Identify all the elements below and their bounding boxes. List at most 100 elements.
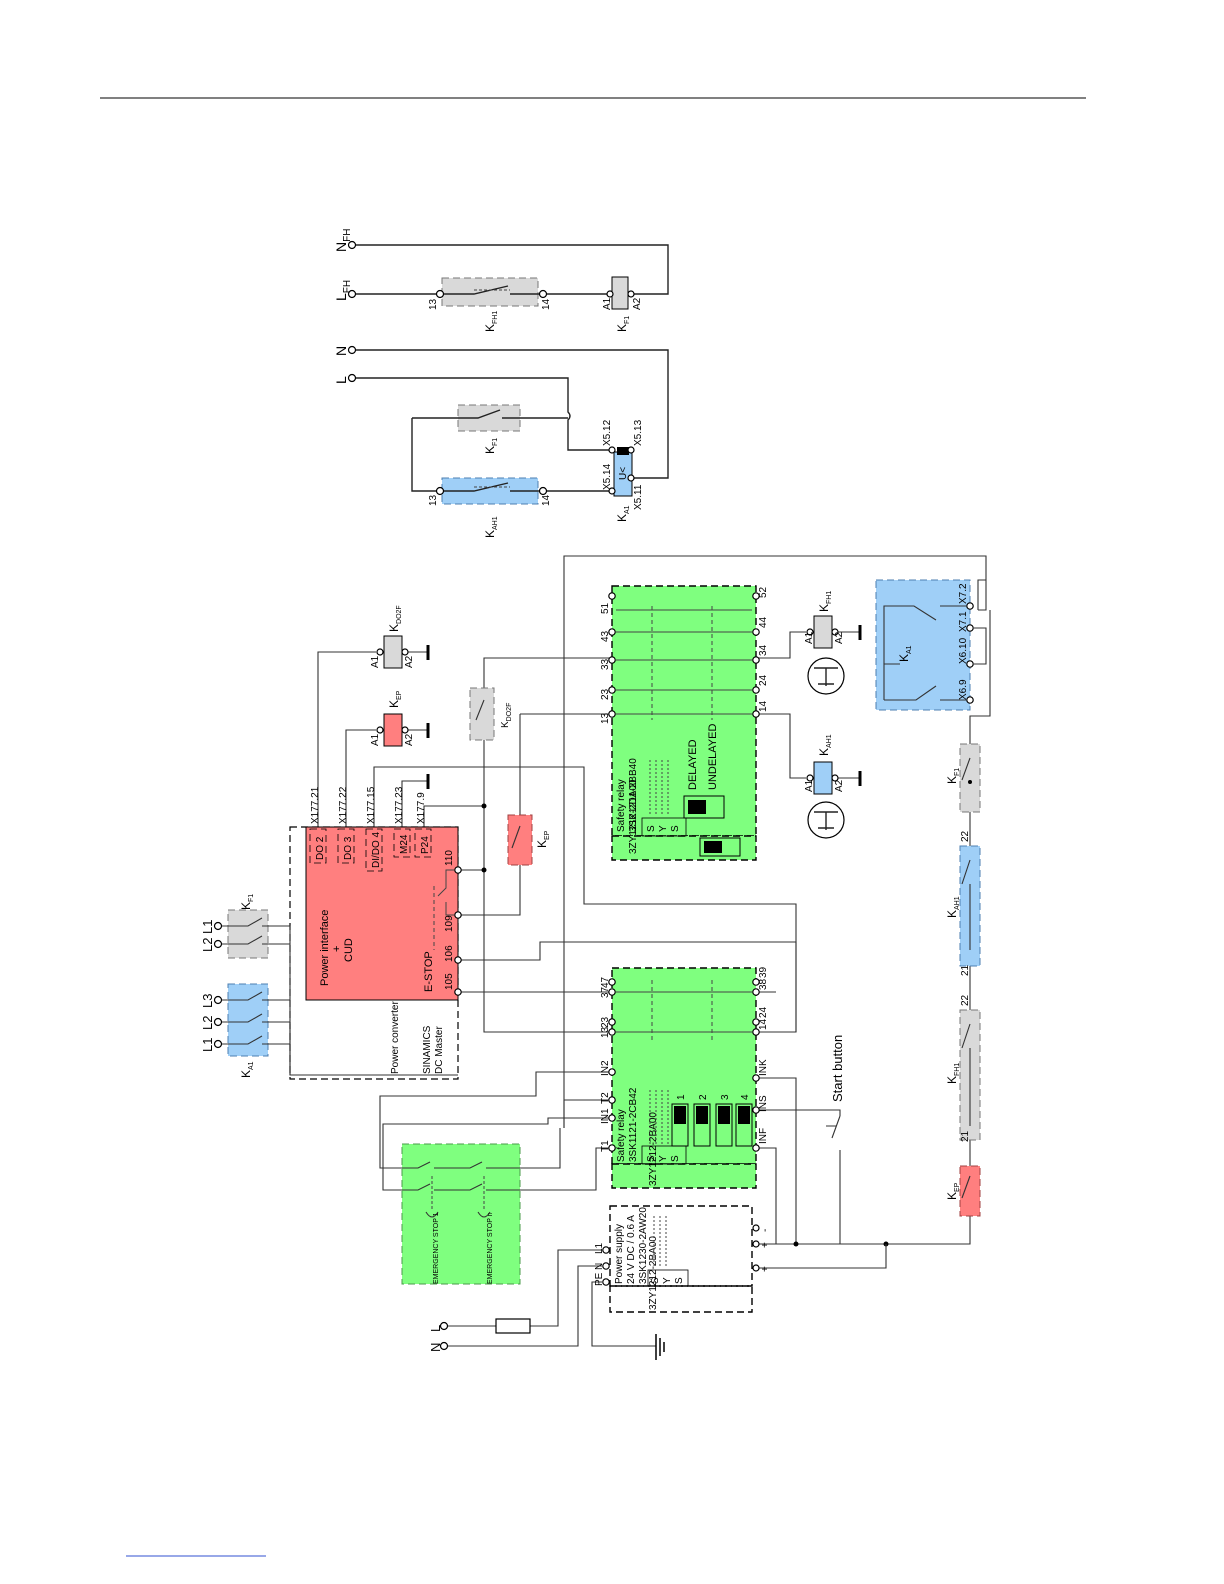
kf1-coil-label: KF1	[615, 316, 631, 332]
chain-kah1-label: KAH1	[945, 896, 961, 918]
r1-pin-43: 43	[600, 630, 611, 642]
r1-model: 3SK1211-2BB40	[628, 758, 639, 832]
r2-pin-38: 38	[758, 978, 769, 990]
term-105: 105	[444, 973, 455, 990]
mains-input: L N	[428, 1318, 531, 1352]
ps-pe: PE	[594, 1272, 605, 1286]
estop-body	[401, 1143, 521, 1285]
ps-y: Y	[662, 1277, 673, 1284]
r2-switch-2: 2	[698, 1094, 709, 1100]
r2-model: 3SK1121-2CB42	[628, 1087, 639, 1162]
start-button-label: Start button	[830, 1035, 845, 1102]
ps-n: N	[594, 1263, 605, 1270]
kf1-contact-top-label: KF1	[483, 438, 499, 454]
r2-y: Y	[658, 1155, 669, 1162]
mains-in-n: N	[428, 1343, 443, 1352]
ps-s1: S	[650, 1277, 661, 1284]
pin-x177-23: X177.23	[394, 786, 405, 824]
r1-title: Safety relay	[616, 779, 627, 832]
kah1-coil	[813, 761, 833, 795]
r2-title: Safety relay	[616, 1109, 627, 1162]
kfh1-top-13: 13	[428, 298, 439, 310]
estop-1-label: EMERGENCY STOP 1	[433, 1212, 440, 1284]
chain-kfh1-22: 22	[960, 994, 971, 1006]
kdo2f-a1: A1	[370, 655, 381, 668]
r1-pin-24: 24	[758, 674, 769, 686]
mains-contactors: L1 L2 KF1 L3 L2 L1 KA1	[200, 894, 291, 1078]
term-106: 106	[444, 945, 455, 962]
converter-product2: DC Master	[434, 1026, 445, 1074]
r1-pin-52: 52	[758, 586, 769, 598]
converter-coils: A1 A2 KDO2F A1 A2 KEP KDO2F KEP	[370, 605, 551, 866]
ka1-x7-2: X7.2	[958, 583, 969, 604]
ps-out-minus-1: -	[760, 1229, 771, 1232]
converter-product: SINAMICS	[422, 1025, 433, 1074]
chain-kep-label: KEP	[945, 1182, 961, 1200]
r1-y: Y	[658, 825, 669, 832]
ka1-right-label: KA1	[897, 645, 913, 662]
relay-2bb40-connector-label: 3ZY1212-2DA00	[628, 779, 639, 854]
r1-s1: S	[646, 825, 657, 832]
safety-relay-2cb42: 3ZY1212-2BA00 47 37 23 13 39 38 24 14 T1…	[600, 966, 769, 1189]
r1-s2: S	[670, 825, 681, 832]
r2-pin-14: 14	[758, 1018, 769, 1030]
fh-supply-circuit: NFH LFH 13 14 KFH1 A1 A2 KF1	[333, 229, 669, 332]
r2-pin-in2: IN2	[600, 1060, 611, 1076]
r2-pin-in1: IN1	[600, 1108, 611, 1124]
mains-in-l: L	[428, 1325, 443, 1332]
kfh1-a2: A2	[834, 631, 845, 644]
ps-model: 3SK1230-2AW20	[638, 1207, 649, 1284]
converter-cud: CUD	[343, 938, 355, 962]
kep-coil	[383, 713, 403, 747]
kfh1-top-label: KFH1	[483, 311, 499, 332]
pin-x177-9: X177.9	[416, 792, 427, 824]
chain-kah1-22: 22	[960, 830, 971, 842]
pin-x177-22: X177.22	[338, 786, 349, 824]
ps-s2: S	[674, 1277, 685, 1284]
kah1-a2: A2	[834, 779, 845, 792]
kfh1-top-14: 14	[541, 298, 552, 310]
r1-pin-33: 33	[600, 658, 611, 670]
kah1-top-13: 13	[428, 494, 439, 506]
kep-contact	[507, 814, 533, 866]
kfh1-coil-label: KFH1	[817, 591, 833, 612]
ps-connector	[609, 1285, 753, 1313]
ka1-right-body	[875, 579, 971, 711]
kf1-coil-a1: A1	[602, 297, 613, 310]
relay-output-coils: A1 A2 KFH1 A1 A2 KAH1	[804, 591, 845, 839]
relay-2cb42-connector	[611, 1163, 757, 1189]
converter-estop: E-STOP	[423, 951, 435, 992]
r2-pin-23: 23	[600, 1016, 611, 1028]
pin-x177-21: X177.21	[310, 786, 321, 824]
ka1-right-block: X6.9 X6.10 X7.1 X7.2 KA1	[875, 579, 987, 711]
ps-l1: L1	[594, 1242, 605, 1254]
r2-pin-47: 47	[600, 976, 611, 988]
ka1-x5-12: X5.12	[602, 419, 613, 446]
signal-do3: DO 3	[343, 836, 354, 860]
kep-coil-label: KEP	[387, 690, 403, 708]
ka1-uv-symbol: U<	[618, 467, 629, 480]
r2-switch-1: 1	[676, 1094, 687, 1100]
kdo2f-contact	[469, 687, 495, 741]
r2-pin-t1: T1	[600, 1140, 611, 1152]
ka1-x5-13: X5.13	[633, 419, 644, 446]
kep-a1: A1	[370, 733, 381, 746]
term-110: 110	[444, 850, 455, 866]
converter-title: Power interface	[319, 910, 331, 986]
kah1-coil-label: KAH1	[817, 734, 833, 756]
r2-switch-3: 3	[720, 1094, 731, 1100]
r2-switch-4: 4	[740, 1094, 751, 1100]
ps-line2: 24 V DC / 0.6 A	[626, 1215, 637, 1284]
kah1-top-14: 14	[541, 494, 552, 506]
fuse	[495, 1318, 531, 1334]
r2-pin-t2: T2	[600, 1092, 611, 1104]
ka1-x5-14: X5.14	[602, 463, 613, 490]
signal-p24: P24	[420, 836, 431, 854]
kf1-mains-contact	[227, 909, 269, 959]
mains-bottom-l3: L3	[200, 994, 215, 1008]
ka1-supply-circuit: N L KF1 13 14 KAH1 U< X5.12 X5.13 X5.14 …	[333, 346, 669, 538]
signal-do2: DO 2	[315, 836, 326, 860]
r2-pin-39: 39	[758, 966, 769, 978]
